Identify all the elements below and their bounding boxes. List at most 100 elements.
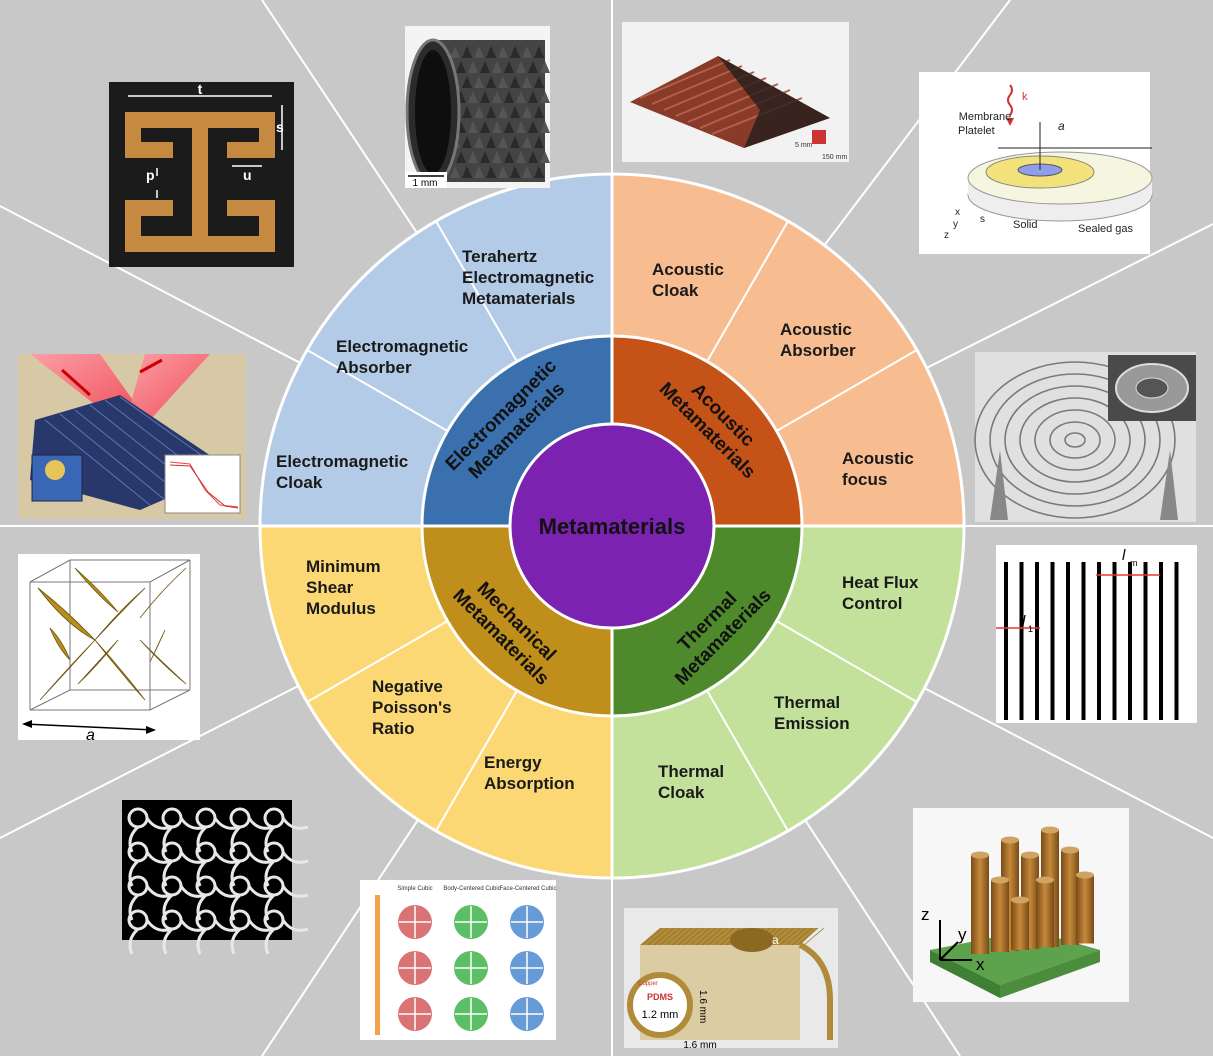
sector-divider (306, 620, 448, 703)
stripe (1019, 562, 1024, 720)
thermal-cloak-d2: 1.6 mm (697, 990, 708, 1023)
spike (510, 46, 520, 58)
spike (504, 61, 514, 73)
metamaterials-wheel: MetamaterialsElectromagneticMetamaterial… (258, 172, 966, 880)
membrane-label-gas: Sealed gas (1078, 223, 1134, 235)
membrane-label-a: a (1058, 119, 1065, 133)
shear-label-a: a (86, 727, 95, 744)
spike (510, 76, 520, 88)
spike (528, 151, 538, 163)
pillar-top (1021, 851, 1039, 859)
center-circle (508, 422, 716, 630)
pillar (1076, 875, 1094, 944)
sector-divider (776, 349, 918, 432)
spike (486, 106, 496, 118)
heatflux-label-lm-sub: m (1130, 558, 1138, 568)
lattice-strut (399, 952, 431, 984)
grid-line (719, 927, 741, 946)
energy-col3: Face-Centered Cubic (499, 886, 556, 892)
spike (540, 121, 550, 133)
lattice-strut (399, 906, 431, 938)
spike (504, 91, 514, 103)
pillar-top (991, 876, 1009, 884)
chiral-ligament (281, 919, 309, 932)
inner-sector-1 (422, 336, 612, 526)
pillar-top (1036, 876, 1054, 884)
stripe (1035, 562, 1039, 720)
chiral-ligament (162, 927, 174, 955)
chiral-ligament (230, 927, 242, 955)
chiral-ligament (230, 859, 242, 887)
spike (498, 136, 508, 148)
stripe (1174, 562, 1179, 720)
outer-sector-3 (260, 526, 612, 878)
spike (528, 61, 538, 73)
pillar-top (1011, 896, 1029, 904)
emission-axis-y: y (958, 925, 967, 944)
grid-line (701, 927, 723, 946)
grid-line (665, 927, 687, 946)
chiral-ligament (162, 893, 174, 921)
lattice-strut (511, 906, 543, 938)
spike (468, 61, 478, 73)
pillar (991, 880, 1009, 952)
spike (510, 106, 520, 118)
chiral-ligament (196, 825, 208, 853)
stripe (1004, 562, 1008, 720)
chiral-ligament (264, 859, 276, 887)
spike (534, 136, 544, 148)
spike (480, 121, 490, 133)
grid-line (791, 927, 813, 946)
lattice-strut (455, 998, 487, 1030)
spike (462, 106, 472, 118)
spike (498, 106, 508, 118)
spike (492, 91, 502, 103)
thermal-cloak-a: a (772, 933, 779, 947)
membrane-axis-y: y (953, 219, 958, 230)
grid-line (677, 927, 699, 946)
spike (462, 76, 472, 88)
sector-divider (435, 220, 518, 362)
pillar-top (1041, 826, 1059, 834)
spike (480, 151, 490, 163)
spike (528, 91, 538, 103)
thz-label-u: u (243, 167, 252, 183)
spike (522, 166, 532, 178)
spike (486, 46, 496, 58)
spike (462, 136, 472, 148)
stripe (1112, 562, 1117, 720)
chiral-ligament (196, 893, 208, 921)
cylinder-scale: 1 mm (413, 178, 438, 189)
pyramid-scale-b: 150 mm (822, 154, 847, 161)
grid-line (695, 927, 717, 946)
membrane-axis-x: x (955, 207, 960, 218)
spike (540, 91, 550, 103)
stripe (1128, 562, 1132, 720)
lattice-strut (455, 906, 487, 938)
heatflux-label-lm: l (1122, 547, 1126, 564)
thz-label-p: p (146, 167, 155, 183)
inner-sector-3 (422, 526, 612, 716)
spike (486, 76, 496, 88)
membrane-label-solid: Solid (1013, 219, 1037, 231)
grid-line (713, 927, 735, 946)
spike (540, 151, 550, 163)
grid-line (797, 927, 819, 946)
sector-divider (435, 690, 518, 832)
membrane-label-s: s (980, 214, 985, 225)
chiral-ligament (264, 927, 276, 955)
spike (534, 46, 544, 58)
image-heatflux-stripes: l m l 1 (996, 545, 1197, 723)
spike (456, 61, 466, 73)
image-acoustic-pyramid: 5 mm 150 mm (622, 22, 849, 162)
spike (516, 121, 526, 133)
grid-line (689, 927, 711, 946)
thermal-cloak-pdms: PDMS (647, 992, 673, 1002)
image-thermal-cloak: a PDMS Copper 1.2 mm 1.6 mm 1.6 mm (624, 908, 838, 1051)
